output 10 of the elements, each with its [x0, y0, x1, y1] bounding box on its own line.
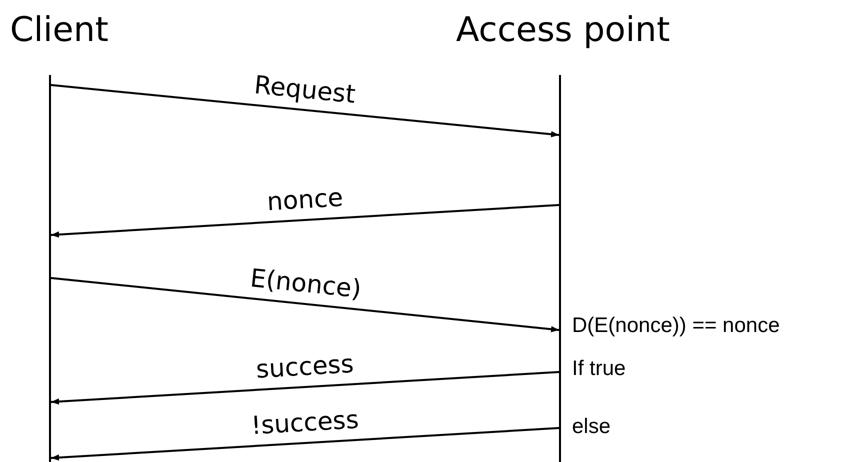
message-arrow: [50, 84, 560, 138]
condition-note: D(E(nonce)) == nonce: [572, 314, 780, 338]
participant-heading: Client: [10, 10, 108, 50]
message-arrow: [50, 204, 560, 238]
message-arrow: [50, 277, 560, 332]
participant-heading: Access point: [456, 10, 670, 50]
message-arrow: [50, 371, 560, 405]
condition-note: else: [572, 415, 611, 439]
condition-note: If true: [572, 357, 626, 381]
message-arrow: [50, 427, 560, 461]
